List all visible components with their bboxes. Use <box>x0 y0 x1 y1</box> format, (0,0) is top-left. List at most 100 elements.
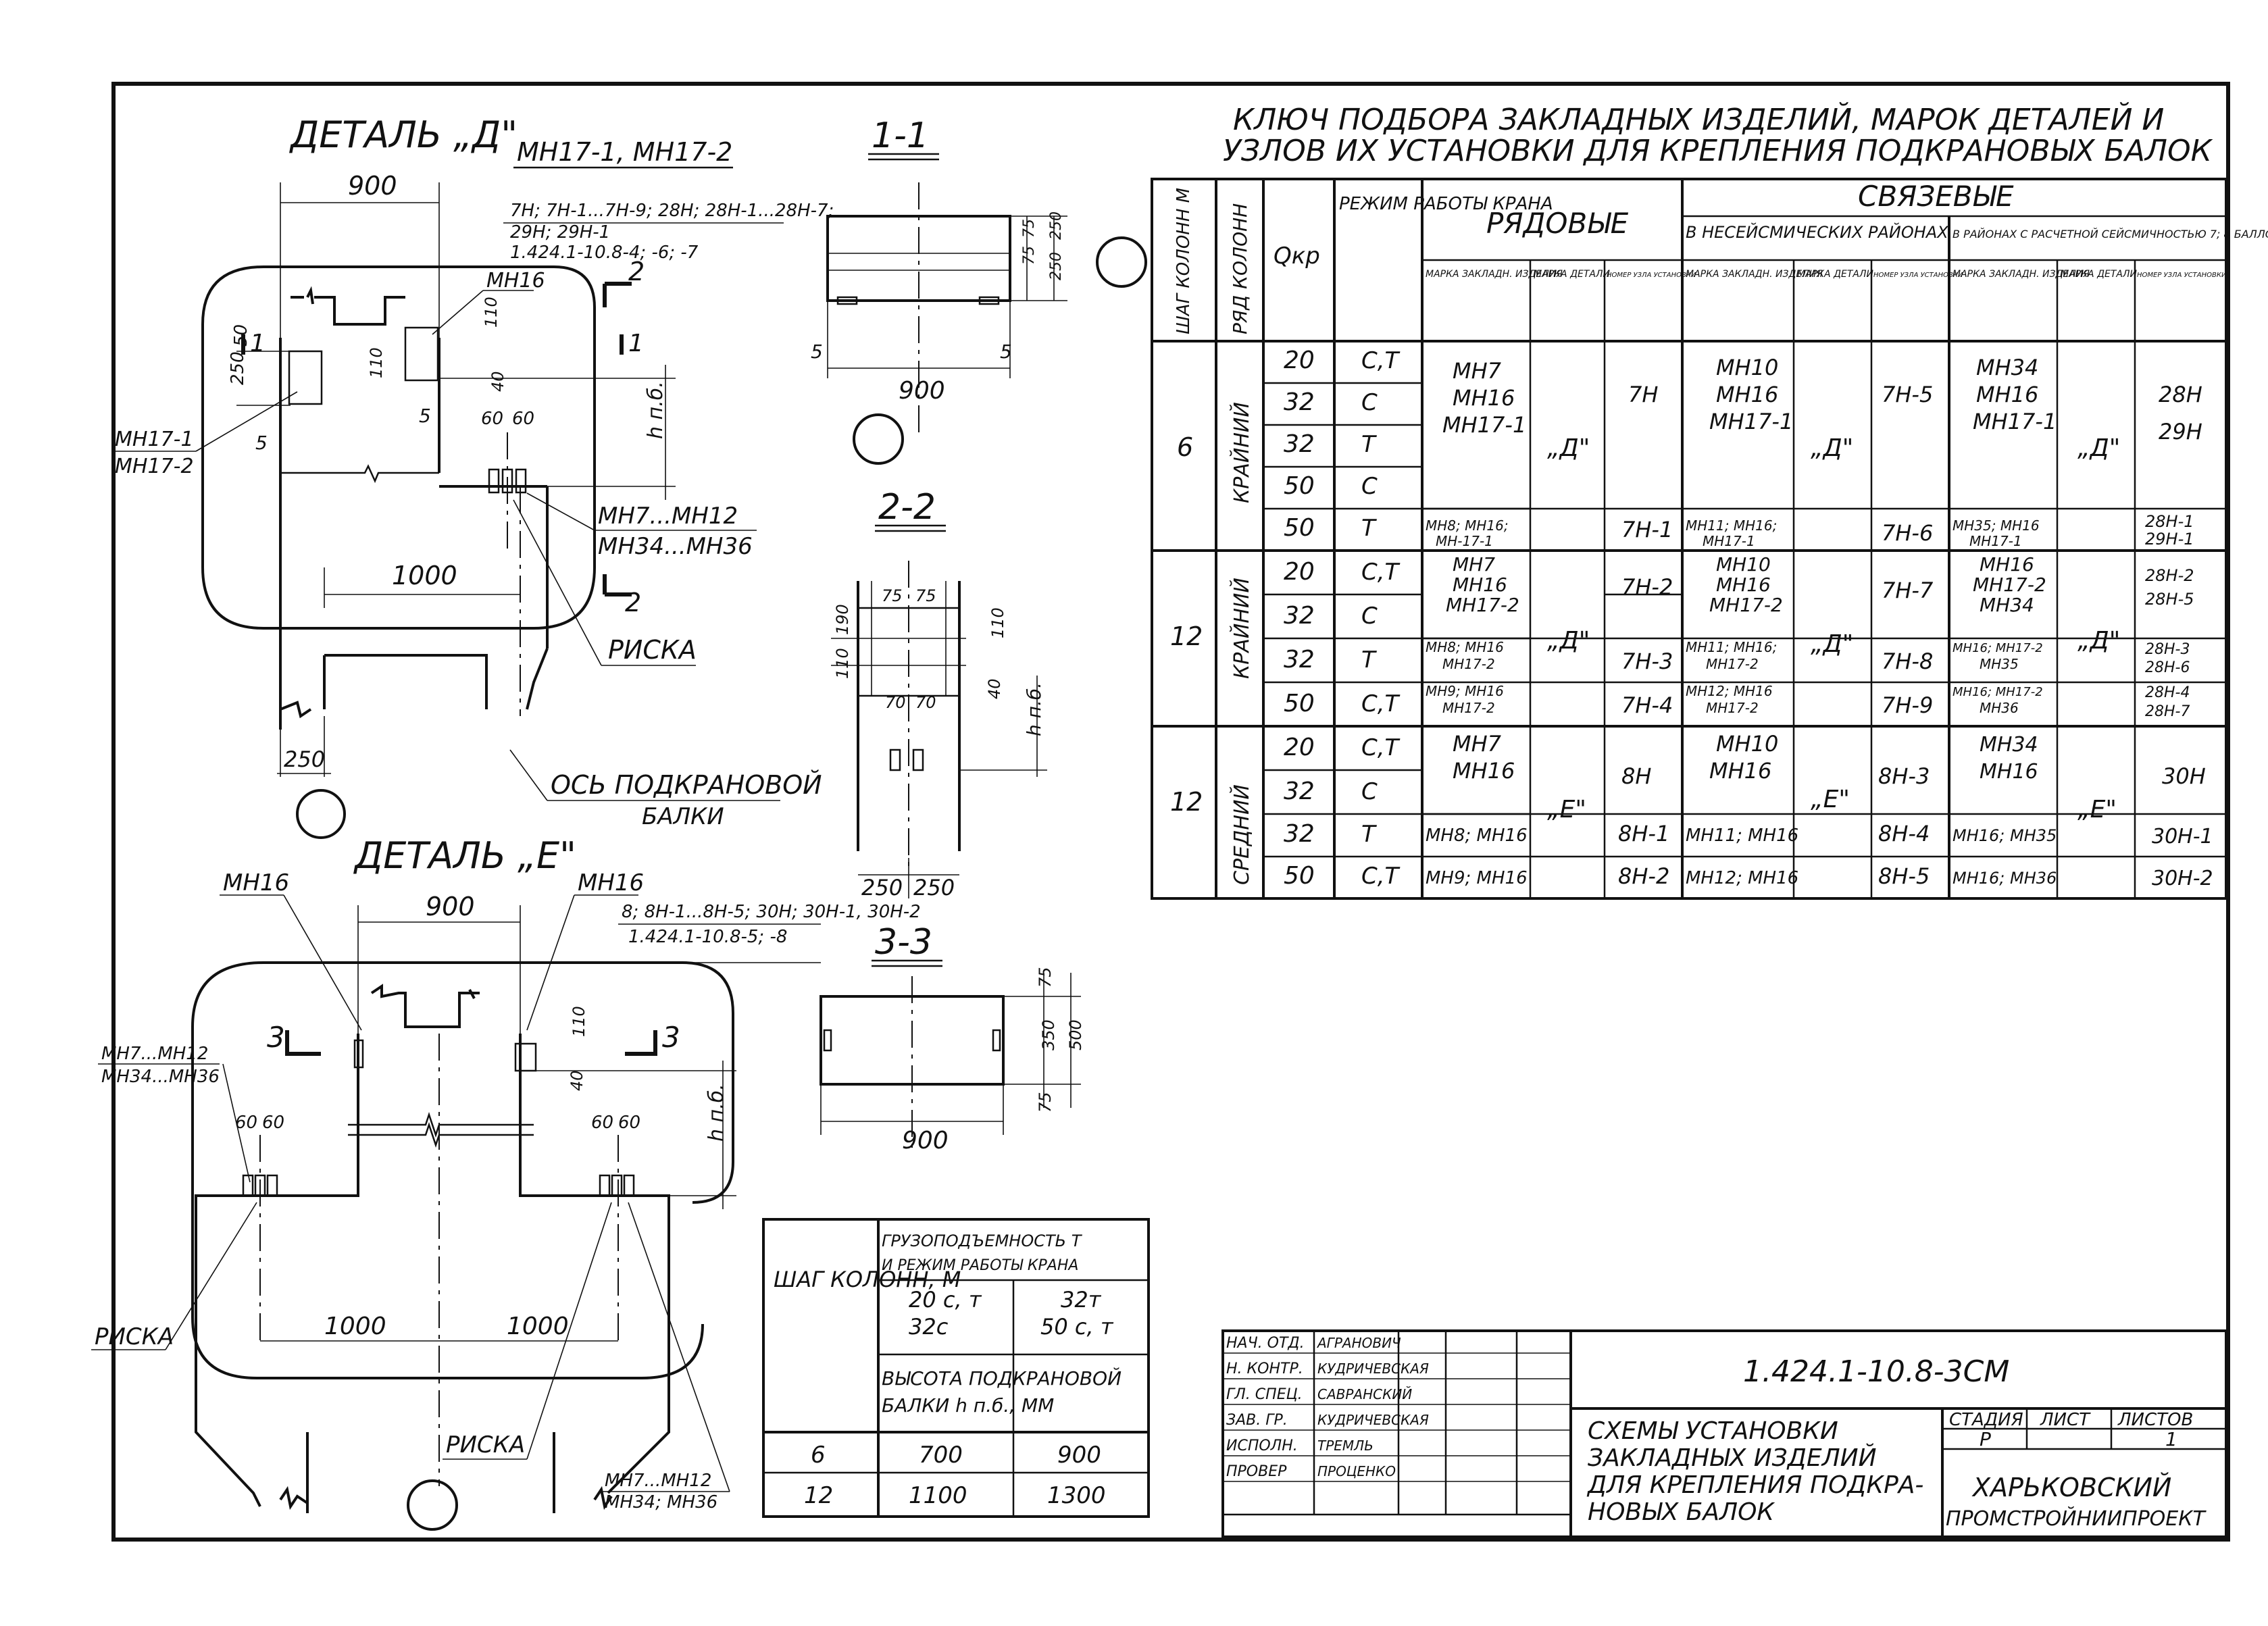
detail-d-axis-label2: БАЛКИ <box>642 803 724 830</box>
section-3-3: 3-3 900 75 350 75 500 <box>820 922 1085 1154</box>
kt-h-mark-emb-3: МАРКА ЗАКЛАДН. ИЗДЕЛИЯ <box>1952 269 2090 280</box>
g2-s-emb-b: МН17-2 <box>1973 574 2046 596</box>
section-2-2-dim-40: 40 <box>985 678 1004 699</box>
g1-ord-emb-d: МН8; МН16; <box>1426 517 1509 534</box>
detail-e-mh16-a: МН16 <box>223 869 289 896</box>
g1-s-node-d: 29Н-1 <box>2145 530 2194 549</box>
g2-s-det: „Д" <box>2077 627 2120 655</box>
g3-ord-det: „Е" <box>1547 796 1586 823</box>
detail-d-sec-2b: 2 <box>625 588 641 617</box>
kt-h-mode-text: РЕЖИМ РАБОТЫ КРАНА <box>1339 194 1553 214</box>
tb-desc1: СХЕМЫ УСТАНОВКИ <box>1588 1417 1838 1445</box>
g1-s-emb-e: МН17-1 <box>1969 533 2022 549</box>
detail-d-dim-250: 250 <box>228 351 248 385</box>
g2-ord-node-c: 7Н-4 <box>1621 692 1673 718</box>
kt-h-row: РЯД КОЛОНН <box>1229 203 1251 334</box>
kt-h-mark-det-2: МАРКА ДЕТАЛИ <box>1797 269 1874 280</box>
kt-g2-row: КРАЙНИЙ <box>1230 578 1254 679</box>
section-3-3-dim-75a: 75 <box>1036 967 1055 988</box>
kt-q-cell: 32 <box>1284 430 1315 458</box>
section-1-1-dim-75a: 75 <box>1021 219 1038 238</box>
detail-d-dim-5b: 5 <box>419 405 431 427</box>
detail-d-mh7-label: МН7...МН12 <box>598 503 738 530</box>
detail-e-riska-label: РИСКА <box>95 1323 174 1350</box>
g3-ns-node-c: 8Н-5 <box>1878 863 1930 889</box>
kt-q-cell: 20 <box>1284 558 1315 586</box>
tb-role: ЗАВ. ГР. <box>1226 1412 1288 1429</box>
detail-d-list-label3: 1.424.1-10.8-4; -6; -7 <box>510 243 699 263</box>
g1-ord-det: „Д" <box>1547 434 1590 462</box>
detail-d-mh17-label: МН17-1, МН17-2 <box>517 137 732 167</box>
tb-name: КУДРИЧЕВСКАЯ <box>1317 1412 1429 1428</box>
ht-h-beam2: БАЛКИ h п.б., ММ <box>882 1394 1054 1417</box>
detail-d-sec-2: 2 <box>628 257 645 286</box>
g2-ns-node-a: 7Н-7 <box>1882 578 1934 603</box>
kt-g3-step: 12 <box>1170 787 1203 817</box>
g1-s-node-b: 29Н <box>2159 419 2202 444</box>
detail-e-dim-60a: 60 <box>235 1113 257 1133</box>
detail-e-dim-40: 40 <box>568 1070 586 1091</box>
ht-row1-step: 12 <box>804 1482 833 1509</box>
kt-h-node-2: НОМЕР УЗЛА УСТАНОВКИ <box>1873 272 1963 279</box>
g1-ord-node-a: 7Н <box>1628 382 1658 407</box>
tb-desc3: ДЛЯ КРЕПЛЕНИЯ ПОДКРА- <box>1586 1471 1923 1499</box>
g3-ns-emb-a: МН10 <box>1716 731 1778 757</box>
detail-d-left-label2: МН17-2 <box>115 455 194 478</box>
detail-d-axis-label1: ОСЬ ПОДКРАНОВОЙ <box>551 770 822 800</box>
g2-s-emb-a: МН16 <box>1980 553 2034 576</box>
g2-s-node-f: 28Н-7 <box>2145 703 2190 720</box>
g2-ord-emb-e: МН17-2 <box>1442 656 1495 672</box>
detail-e-dim-60b: 60 <box>262 1113 284 1133</box>
detail-e-mh34-label: МН34...МН36 <box>101 1067 220 1087</box>
kt-mode-cell: С,Т <box>1361 863 1401 890</box>
g2-ord-emb-a: МН7 <box>1453 553 1495 576</box>
kt-g3-row: СРЕДНИЙ <box>1230 784 1254 885</box>
detail-e-list2: 1.424.1-10.8-5; -8 <box>628 927 787 947</box>
kt-q-cell: 20 <box>1284 734 1315 761</box>
detail-e-dim-900: 900 <box>426 892 475 921</box>
ht-c2a: 32т <box>1061 1287 1102 1313</box>
kt-h-mode-cell: РЕЖИМ РАБОТЫ КРАНА <box>1339 194 1553 214</box>
section-1-1-dim-5a: 5 <box>811 340 823 363</box>
detail-d-dim-60b: 60 <box>512 409 534 429</box>
kt-g2-step: 12 <box>1170 621 1203 651</box>
detail-e-sec-3b: 3 <box>662 1021 680 1054</box>
detail-d-dim-110: 110 <box>482 297 501 328</box>
g2-ns-emb-b: МН16 <box>1716 574 1771 596</box>
g1-s-emb-b: МН16 <box>1976 382 2038 407</box>
detail-e-dim-1000b: 1000 <box>507 1313 569 1340</box>
kt-q-cell: 50 <box>1284 514 1315 542</box>
detail-d-hpb: h п.б. <box>644 381 667 439</box>
section-3-3-title: 3-3 <box>875 922 932 963</box>
section-2-2-dim-250a: 250 <box>861 875 903 900</box>
section-2-2: 2-2 75 75 110 190 110 40 70 70 h п.б. 25… <box>831 487 1047 900</box>
g3-ns-node-b: 8Н-4 <box>1878 821 1930 846</box>
kt-q-cell: 32 <box>1284 388 1315 416</box>
kt-mode-cell: Т <box>1361 431 1377 458</box>
g2-s-node-a: 28Н-2 <box>2145 566 2194 585</box>
g1-ord-emb-c: МН17-1 <box>1442 412 1526 438</box>
g2-ns-det: „Д" <box>1811 630 1853 658</box>
tb-sheets: 1 <box>2165 1428 2177 1450</box>
g1-ord-node-b: 7Н-1 <box>1621 517 1673 542</box>
tb-role: Н. КОНТР. <box>1226 1361 1303 1377</box>
g1-s-node-a: 28Н <box>2159 382 2202 407</box>
g1-ns-node-b: 7Н-6 <box>1882 520 1933 546</box>
g3-s-node-b: 30Н-1 <box>2152 825 2213 848</box>
detail-d-dim-1000: 1000 <box>392 561 457 590</box>
detail-d-list-label2: 29Н; 29Н-1 <box>510 222 610 243</box>
kt-mode-cell: Т <box>1361 821 1377 848</box>
tb-desc4: НОВЫХ БАЛОК <box>1588 1498 1775 1526</box>
detail-d-dim-5: 5 <box>255 432 268 454</box>
g1-ord-emb-b: МН16 <box>1453 385 1515 411</box>
g3-s-node-a: 30Н <box>2162 763 2206 789</box>
detail-d: ДЕТАЛЬ „Д" МН17-1, МН17-2 7Н; 7Н-1...7Н-… <box>111 113 834 839</box>
kt-q-cell: 32 <box>1284 646 1315 674</box>
section-1-1-title: 1-1 <box>872 116 929 156</box>
detail-e-riska2-label: РИСКА <box>446 1431 525 1458</box>
tb-role: ПРОВЕР <box>1226 1463 1287 1480</box>
g2-s-emb-d: МН16; МН17-2 <box>1952 641 2043 655</box>
kt-h-braced: СВЯЗЕВЫЕ <box>1858 180 2014 213</box>
g3-ns-emb-c: МН11; МН16 <box>1686 825 1798 846</box>
tb-h-sheet: ЛИСТ <box>2040 1410 2091 1430</box>
